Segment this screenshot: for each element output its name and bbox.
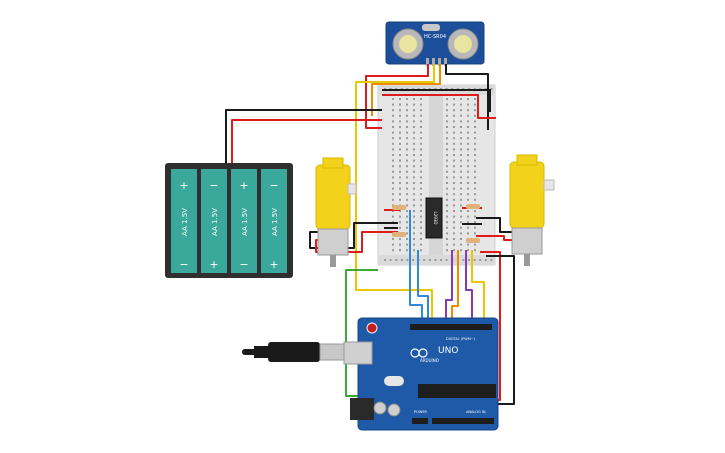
battery-cell: + − AA 1.5V bbox=[171, 169, 197, 273]
battery-terminal-sign: + bbox=[179, 179, 188, 192]
battery-cell-label: AA 1.5V bbox=[181, 208, 189, 236]
arduino-brand-label: ARDUINO bbox=[420, 358, 439, 363]
battery-terminal-sign: − bbox=[269, 179, 278, 192]
wire-sensor-echo[interactable] bbox=[371, 64, 441, 116]
wire-battery-positive[interactable] bbox=[231, 119, 382, 163]
analog-header-label: ANALOG IN bbox=[466, 410, 486, 414]
digital-header bbox=[410, 324, 492, 330]
wire-sensor-vcc[interactable] bbox=[365, 64, 429, 129]
battery-terminal-sign: − bbox=[239, 258, 248, 271]
wire-purple-2[interactable] bbox=[465, 250, 473, 330]
battery-terminal-sign: − bbox=[179, 258, 188, 271]
motor-left[interactable] bbox=[315, 157, 357, 267]
battery-cell: − + AA 1.5V bbox=[201, 169, 227, 273]
wire-sensor-gnd[interactable] bbox=[445, 64, 489, 130]
wire-black-top[interactable] bbox=[382, 89, 491, 112]
power-header-label: POWER bbox=[414, 410, 428, 414]
resistor-3[interactable] bbox=[466, 204, 480, 209]
motor-right[interactable] bbox=[509, 154, 555, 266]
motor-driver-ic[interactable]: L293D bbox=[425, 197, 443, 239]
battery-cell-label: AA 1.5V bbox=[271, 208, 279, 236]
wire-purple-1[interactable] bbox=[445, 250, 453, 330]
sensor-label: HC-SR04 bbox=[424, 34, 446, 40]
battery-cell-label: AA 1.5V bbox=[241, 208, 249, 236]
wire-motor-right-b[interactable] bbox=[476, 235, 512, 241]
wire-motor-right-a[interactable] bbox=[476, 217, 512, 233]
battery-terminal-sign: + bbox=[239, 179, 248, 192]
wire-yellow-2[interactable] bbox=[471, 250, 485, 330]
arduino-uno[interactable]: UNO ARDUINO DIGITAL (PWM~) ANALOG IN POW… bbox=[343, 317, 499, 431]
battery-terminal-sign: + bbox=[209, 258, 218, 271]
atmega-chip bbox=[418, 384, 496, 398]
resistor-2[interactable] bbox=[392, 232, 406, 237]
resistors bbox=[392, 204, 480, 243]
wire-red-top[interactable] bbox=[382, 94, 496, 119]
wire-battery-negative[interactable] bbox=[225, 109, 382, 163]
arduino-model-label: UNO bbox=[438, 346, 458, 356]
battery-cell: − + AA 1.5V bbox=[261, 169, 287, 273]
digital-header-label: DIGITAL (PWM~) bbox=[446, 337, 476, 341]
battery-terminal-sign: − bbox=[209, 179, 218, 192]
wire-blue-2[interactable] bbox=[417, 250, 429, 330]
ic-label: L293D bbox=[433, 212, 438, 225]
resistor-4[interactable] bbox=[466, 238, 480, 243]
power-header-pins bbox=[412, 418, 428, 424]
usb-cable[interactable] bbox=[242, 342, 345, 362]
ultrasonic-sensor[interactable]: HC-SR04 bbox=[385, 21, 485, 66]
analog-header bbox=[432, 418, 494, 424]
infinity-logo bbox=[410, 348, 428, 358]
resistor-1[interactable] bbox=[392, 205, 406, 210]
battery-pack[interactable]: + − AA 1.5V − + AA 1.5V + − AA 1.5V − + AA 1.5V bbox=[165, 163, 293, 278]
battery-cell: + − AA 1.5V bbox=[231, 169, 257, 273]
battery-cell-label: AA 1.5V bbox=[211, 208, 219, 236]
battery-terminal-sign: + bbox=[269, 258, 278, 271]
reset-button[interactable] bbox=[366, 322, 378, 334]
